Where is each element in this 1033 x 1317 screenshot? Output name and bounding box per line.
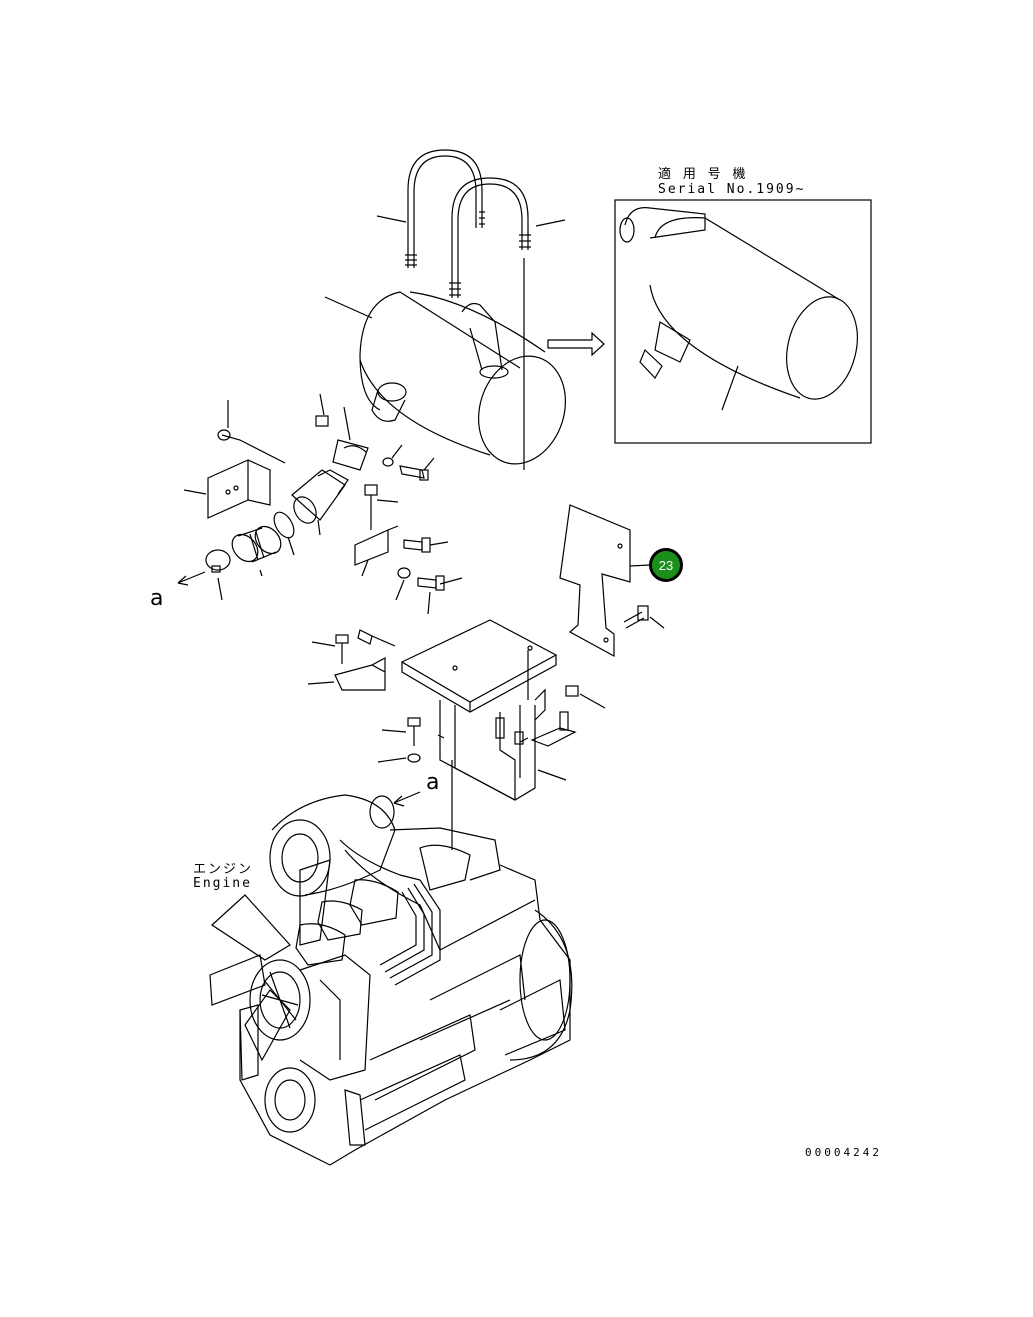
ring-seal [273, 511, 295, 539]
bracket-assembly-left [183, 400, 286, 519]
engine-label-en: Engine [193, 876, 252, 891]
engine [209, 794, 573, 1166]
muffler-mount [400, 619, 558, 801]
serial-inset-box [614, 199, 872, 444]
view-mark-a2: a [426, 770, 440, 795]
mount-hardware [307, 629, 606, 850]
small-hardware [315, 393, 463, 615]
bracket-plate [559, 504, 651, 658]
drawing-code: 00004242 [805, 1146, 882, 1159]
view-arrow-a1 [177, 571, 206, 584]
exhaust-elbow [291, 469, 349, 536]
serial-title: 適 用 号 機 [658, 167, 748, 182]
engine-label-jp: エンジン [193, 862, 254, 877]
bolt-right [623, 605, 665, 629]
view-mark-a1: a [150, 586, 164, 611]
u-bolt-left [405, 149, 485, 268]
view-arrow-a2 [393, 791, 421, 804]
callout-23-marker[interactable]: 23 [649, 548, 683, 582]
inset-arrow [547, 331, 605, 357]
muffler [359, 291, 567, 465]
u-bolt-right [449, 177, 531, 298]
hose-clamp [205, 549, 231, 601]
inset-muffler [619, 207, 858, 411]
flex-hose [231, 525, 282, 577]
serial-number: Serial No.1909~ [658, 182, 806, 197]
